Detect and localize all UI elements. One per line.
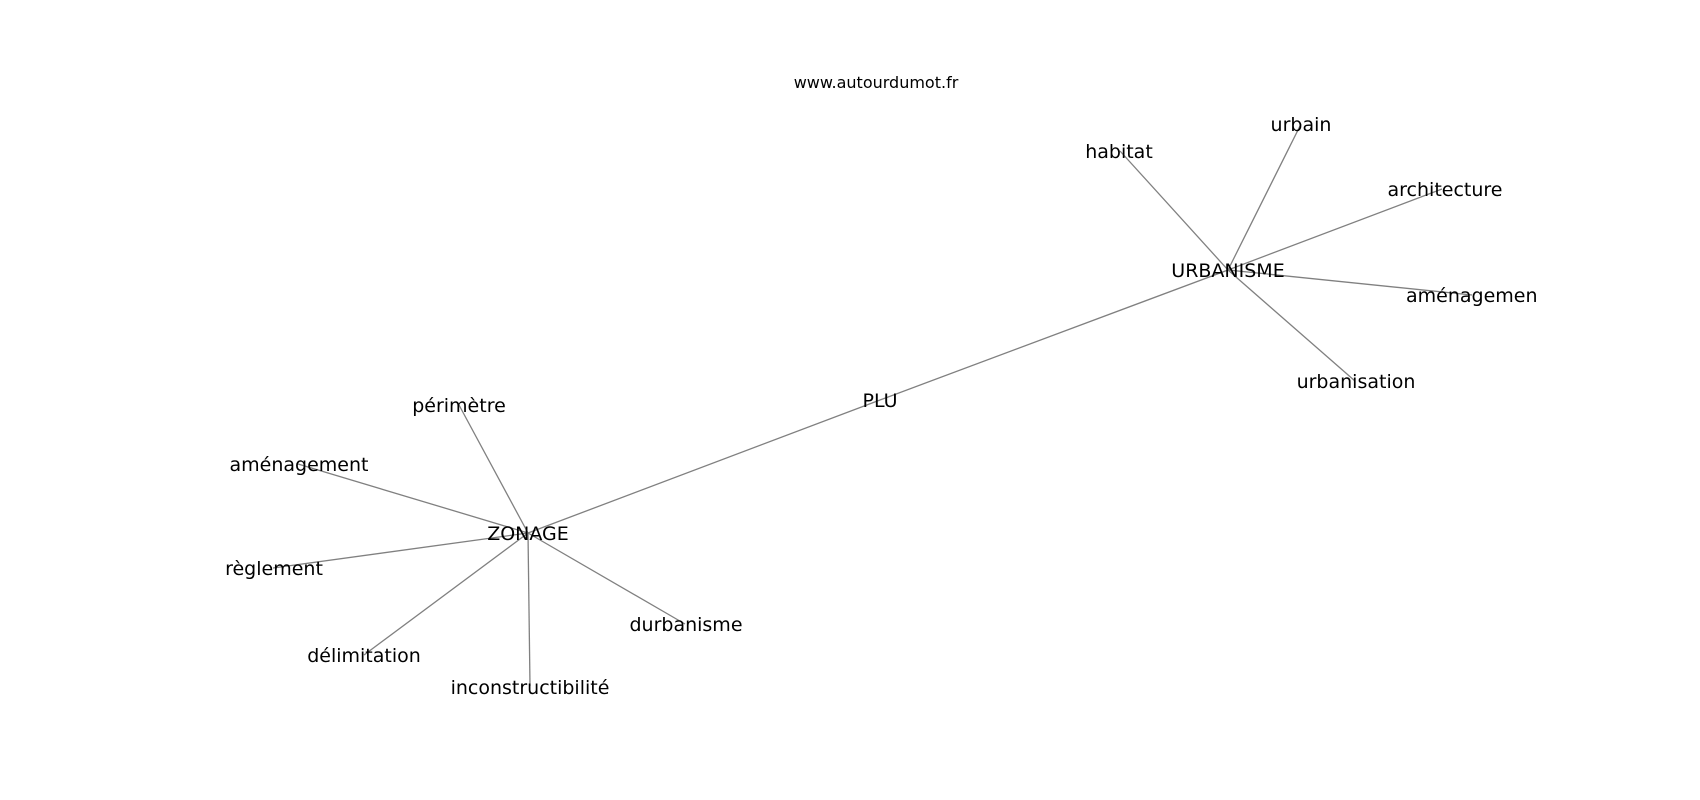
node-urbanisation[interactable]: urbanisation (1297, 371, 1416, 393)
node-zonage[interactable]: ZONAGE (487, 523, 569, 545)
node-plu[interactable]: PLU (862, 390, 897, 412)
node-amenagement-left[interactable]: aménagement (230, 454, 369, 476)
edge-zonage-inconstructibilite (527, 532, 531, 687)
edge-zonage-perimetre (458, 404, 529, 534)
node-inconstructibilite[interactable]: inconstructibilité (451, 677, 610, 699)
edge-urbanisme-amenagement (1227, 269, 1473, 296)
node-reglement[interactable]: règlement (225, 558, 323, 580)
node-urbain[interactable]: urbain (1271, 114, 1332, 136)
node-habitat[interactable]: habitat (1085, 141, 1153, 163)
node-architecture[interactable]: architecture (1388, 179, 1503, 201)
node-durbanisme[interactable]: durbanisme (629, 614, 742, 636)
source-watermark: www.autourdumot.fr (794, 73, 959, 92)
edge-zonage-reglement (272, 532, 529, 569)
node-urbanisme[interactable]: URBANISME (1171, 260, 1284, 282)
edge-urbanisme-habitat (1119, 150, 1229, 271)
graph-canvas: PLU URBANISME habitat urbain architectur… (225, 114, 1545, 699)
edge-urbanisme-architecture (1227, 188, 1443, 271)
edge-zonage-delimitation (363, 532, 529, 656)
edge-plu-zonage (527, 399, 881, 534)
edge-plu-urbanisme (879, 269, 1229, 401)
node-amenagement-right[interactable]: aménagement (1406, 285, 1545, 307)
node-delimitation[interactable]: délimitation (307, 645, 421, 667)
edge-urbanisme-urbain (1227, 123, 1302, 271)
edge-urbanisme-urbanisation (1227, 269, 1356, 382)
edge-zonage-amenagement (297, 463, 529, 534)
node-perimetre[interactable]: périmètre (412, 395, 506, 417)
edge-zonage-durbanisme (527, 532, 686, 625)
